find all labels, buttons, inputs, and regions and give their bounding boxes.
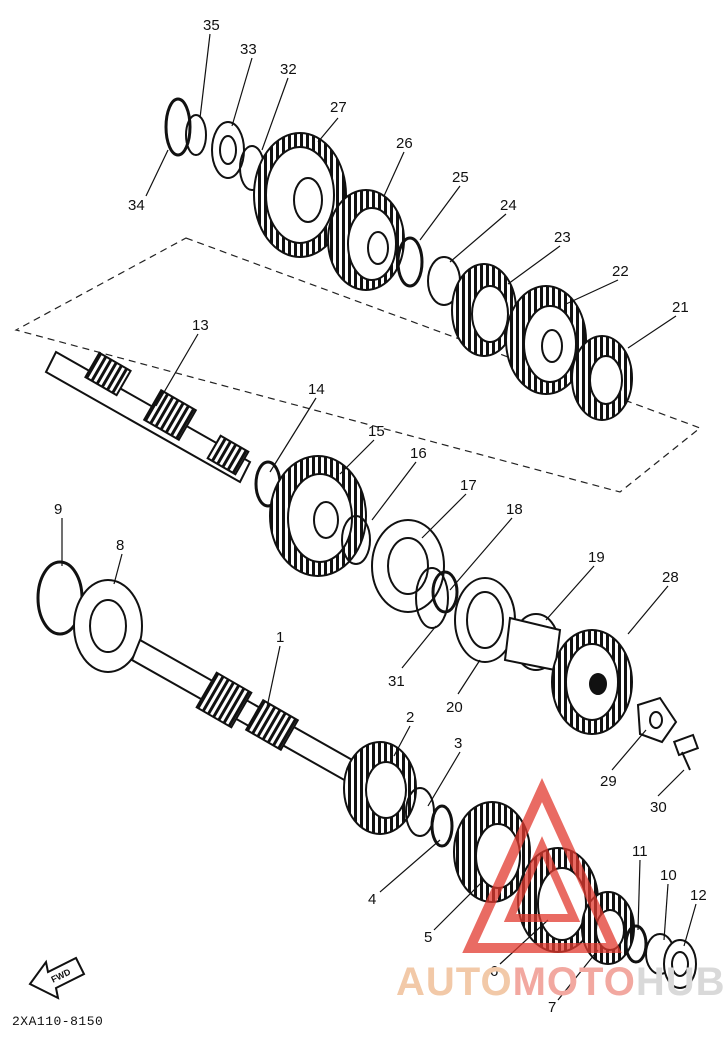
main-axle-13 [44, 350, 252, 484]
callout-label: 7 [548, 999, 556, 1016]
callout-label: 12 [690, 887, 707, 904]
upper-shaft-parts [164, 97, 633, 421]
callout-numbers: 35 33 32 34 27 26 25 24 23 22 21 13 14 1… [54, 17, 707, 1016]
callout-label: 10 [660, 867, 677, 884]
callout-label: 4 [368, 891, 376, 908]
callout-label: 17 [460, 477, 477, 494]
callout-label: 30 [650, 799, 667, 816]
callout-label: 33 [240, 41, 257, 58]
callout-label: 23 [554, 229, 571, 246]
callout-label: 25 [452, 169, 469, 186]
callout-label: 13 [192, 317, 209, 334]
callout-label: 22 [612, 263, 629, 280]
watermark-part3: HUB [635, 960, 724, 1004]
callout-label: 1 [276, 629, 284, 646]
callout-label: 8 [116, 537, 124, 554]
callout-label: 5 [424, 929, 432, 946]
callout-label: 15 [368, 423, 385, 440]
callout-label: 21 [672, 299, 689, 316]
callout-label: 6 [490, 963, 498, 980]
callout-label: 18 [506, 501, 523, 518]
callout-label: 3 [454, 735, 462, 752]
callout-label: 34 [128, 197, 145, 214]
callout-label: 2 [406, 709, 414, 726]
lower-shaft-parts [36, 560, 697, 989]
callout-label: 14 [308, 381, 325, 398]
watermark-text: AUTOMOTOHUB [396, 960, 724, 1005]
callout-label: 29 [600, 773, 617, 790]
leader-lines [61, 33, 697, 1001]
callout-label: 19 [588, 549, 605, 566]
watermark-logo-icon [462, 777, 622, 953]
watermark-part2: MOTO [512, 960, 636, 1004]
callout-label: 20 [446, 699, 463, 716]
callout-label: 27 [330, 99, 347, 116]
callout-label: 24 [500, 197, 517, 214]
middle-parts [254, 455, 700, 771]
callout-label: 32 [280, 61, 297, 78]
callout-label: 31 [388, 673, 405, 690]
callout-label: 9 [54, 501, 62, 518]
watermark-part1: AUTO [396, 960, 513, 1004]
callout-label: 16 [410, 445, 427, 462]
callout-label: 26 [396, 135, 413, 152]
callout-label: 28 [662, 569, 679, 586]
part-code: 2XA110-8150 [12, 1014, 104, 1029]
fwd-arrow-icon: FWD [28, 956, 86, 1000]
callout-label: 35 [203, 17, 220, 34]
callout-label: 11 [632, 843, 648, 860]
